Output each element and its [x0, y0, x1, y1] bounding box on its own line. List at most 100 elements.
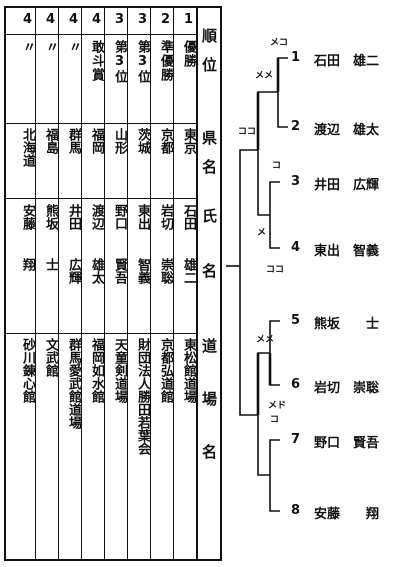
- bracket-seed: 1: [291, 50, 301, 65]
- dojo-cell: 東松館道場: [181, 338, 196, 403]
- bracket-player-name: 熊坂 士: [314, 317, 380, 332]
- family-name-cell: 渡辺: [89, 204, 104, 230]
- family-name-cell: 野口: [112, 204, 127, 230]
- bracket-match-line: [269, 439, 280, 512]
- prefecture-cell: 山形: [112, 128, 127, 154]
- given-name-cell: 雄二: [181, 258, 196, 284]
- prefecture-cell: 東京: [181, 128, 196, 154]
- prefecture-cell: 北海道: [20, 128, 35, 167]
- results-table: 順位 県名 氏名 道場名 1 優勝東京石田雄二東松館道場 2 準優勝京都岩切崇聡京都弘…: [4, 6, 222, 561]
- given-name-cell: 智義: [135, 258, 150, 284]
- title-cell: 〃: [20, 40, 35, 54]
- dojo-cell: 文武館: [43, 338, 58, 377]
- column-divider: [150, 8, 151, 559]
- family-name-cell: 岩切: [158, 204, 173, 230]
- score-mark: ココ: [238, 127, 257, 137]
- bracket-player-name: 渡辺 雄太: [314, 123, 380, 138]
- column-divider: [127, 8, 128, 559]
- title-cell: 第3位: [135, 40, 150, 84]
- bracket-match-line: [269, 181, 280, 249]
- row-divider: [6, 333, 196, 334]
- rank-cell: 3: [112, 12, 127, 27]
- given-name-cell: 翔: [20, 258, 35, 271]
- bracket-semifinal-line: [257, 91, 278, 216]
- title-cell: 準優勝: [158, 40, 173, 82]
- family-name-cell: 熊坂: [43, 204, 58, 230]
- given-name-cell: 賢吾: [112, 258, 127, 284]
- bracket-seed: 2: [291, 119, 301, 134]
- bracket-player-name: 安藤 翔: [314, 507, 380, 522]
- title-cell: 〃: [43, 40, 58, 54]
- score-mark: コ: [270, 415, 280, 425]
- bracket-player-name: 東出 智義: [314, 244, 380, 259]
- score-mark: メメ: [255, 71, 274, 81]
- column-divider: [58, 8, 59, 559]
- header-divider: [196, 8, 198, 559]
- dojo-cell: 群馬愛武館道場: [66, 338, 81, 429]
- prefecture-cell: 京都: [158, 128, 173, 154]
- given-name-cell: 雄太: [89, 258, 104, 284]
- bracket-player-name: 岩切 崇聡: [314, 381, 380, 396]
- column-divider: [173, 8, 174, 559]
- row-divider: [6, 34, 196, 35]
- bracket-match-line: [277, 57, 288, 128]
- prefecture-cell: 福岡: [89, 128, 104, 154]
- score-mark: コ: [272, 161, 282, 171]
- score-mark: メド: [268, 401, 287, 411]
- family-name-cell: 安藤: [20, 204, 35, 230]
- column-divider: [35, 8, 36, 559]
- score-mark: メコ: [270, 38, 289, 48]
- family-name-cell: 東出: [135, 204, 150, 230]
- bracket-final-line: [239, 149, 258, 416]
- given-name-cell: 広輝: [66, 258, 81, 284]
- bracket-winner-path: [256, 353, 272, 415]
- dojo-cell: 財団法人勝田若葉会: [135, 338, 150, 455]
- dojo-cell: 福岡如水館: [89, 338, 104, 403]
- rank-cell: 4: [43, 12, 58, 27]
- given-name-cell: 崇聡: [158, 258, 173, 284]
- header-name: 氏名: [200, 208, 218, 318]
- bracket-seed: 7: [291, 432, 301, 447]
- row-divider: [6, 123, 196, 124]
- bracket-player-name: 石田 雄二: [314, 54, 380, 69]
- column-divider: [81, 8, 82, 559]
- bracket-seed: 3: [291, 174, 301, 189]
- family-name-cell: 井田: [66, 204, 81, 230]
- bracket-seed: 8: [291, 503, 301, 518]
- prefecture-cell: 群馬: [66, 128, 81, 154]
- family-name-cell: 石田: [181, 204, 196, 230]
- dojo-cell: 天童剣道場: [112, 338, 127, 403]
- rank-cell: 3: [135, 12, 150, 27]
- bracket-player-name: 野口 賢吾: [314, 436, 380, 451]
- rank-cell: 1: [181, 12, 196, 27]
- given-name-cell: 士: [43, 258, 58, 271]
- dojo-cell: 京都弘道館: [158, 338, 173, 403]
- title-cell: 〃: [66, 40, 81, 54]
- row-divider: [6, 198, 196, 199]
- rank-cell: 4: [89, 12, 104, 27]
- title-cell: 敢斗賞: [89, 40, 104, 82]
- bracket-winner-path: [256, 58, 280, 150]
- bracket-seed: 4: [291, 240, 301, 255]
- rank-cell: 4: [66, 12, 81, 27]
- prefecture-cell: 福島: [43, 128, 58, 154]
- header-prefecture: 県名: [200, 130, 218, 188]
- rank-cell: 4: [20, 12, 35, 27]
- header-dojo: 道場名: [200, 338, 218, 497]
- score-mark: メメ: [256, 335, 275, 345]
- score-mark: メ: [257, 228, 267, 238]
- prefecture-cell: 茨城: [135, 128, 150, 154]
- title-cell: 優勝: [181, 40, 196, 68]
- bracket-seed: 6: [291, 377, 301, 392]
- bracket-seed: 5: [291, 313, 301, 328]
- title-cell: 第3位: [112, 40, 127, 84]
- bracket-player-name: 井田 広輝: [314, 178, 380, 193]
- header-rank: 順位: [200, 28, 218, 86]
- bracket-match-line: [269, 320, 280, 386]
- score-mark: ココ: [266, 265, 285, 275]
- column-divider: [104, 8, 105, 559]
- dojo-cell: 砂川錬心館: [20, 338, 35, 403]
- rank-cell: 2: [158, 12, 173, 27]
- bracket-semifinal-line: [257, 352, 270, 476]
